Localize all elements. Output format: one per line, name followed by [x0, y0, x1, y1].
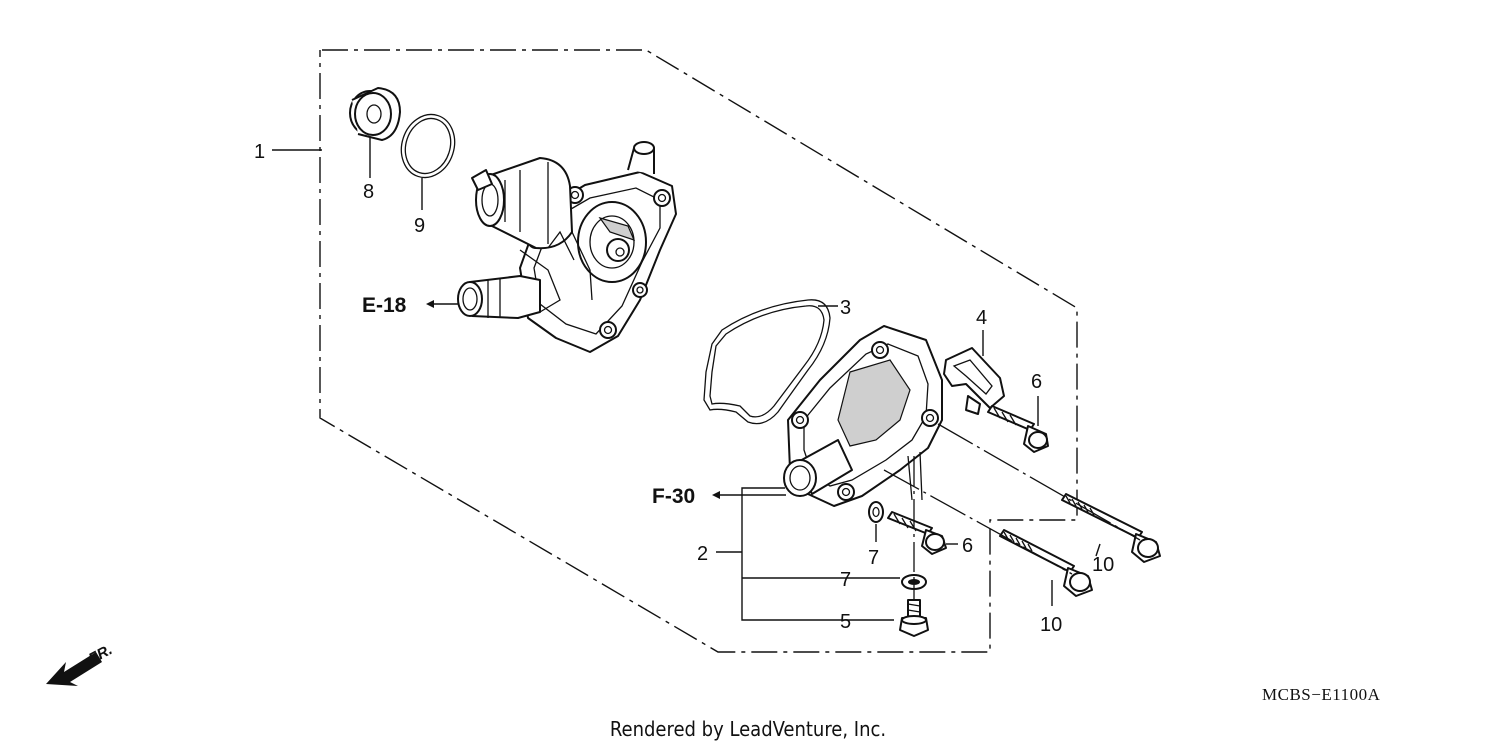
callout-2: 2 [697, 543, 708, 565]
flange-bolt-part-lower [887, 511, 947, 555]
reference-f30: F-30 [652, 485, 695, 508]
callout-6-upper: 6 [1031, 371, 1042, 393]
callout-10-lower: 10 [1040, 614, 1062, 636]
oil-seal-part [349, 87, 401, 141]
callout-7-upper: 7 [868, 547, 879, 569]
pump-cover-part [783, 325, 943, 507]
reference-arrows [426, 300, 786, 499]
callout-4: 4 [976, 307, 987, 329]
callout-6-lower: 6 [962, 535, 973, 557]
callout-8: 8 [363, 181, 374, 203]
sealing-washer-part-upper [868, 501, 884, 523]
leader-lines [272, 137, 1141, 621]
sealing-washer-part-lower [901, 574, 927, 590]
front-direction-arrow-icon [46, 652, 102, 686]
callout-9: 9 [414, 215, 425, 237]
callout-5: 5 [840, 611, 851, 633]
bracket-part [943, 347, 1005, 415]
long-bolt-part-upper [1061, 493, 1161, 563]
reference-e18: E-18 [362, 294, 407, 317]
flange-bolt-part-upper [987, 405, 1049, 453]
gasket-part [703, 299, 831, 425]
diagram-code: MCBS−E1100A [1262, 685, 1381, 704]
callout-1: 1 [254, 141, 265, 163]
callout-10-upper: 10 [1092, 554, 1114, 576]
water-pump-assembly-part [457, 141, 677, 353]
callout-3: 3 [840, 297, 851, 319]
callout-7-lower: 7 [840, 569, 851, 591]
long-bolt-part-lower [999, 529, 1093, 597]
assembly-boundary-outline [319, 49, 1078, 653]
render-credit: Rendered by LeadVenture, Inc. [610, 717, 886, 741]
drain-bolt-part [899, 599, 929, 637]
o-ring-part [400, 113, 456, 179]
